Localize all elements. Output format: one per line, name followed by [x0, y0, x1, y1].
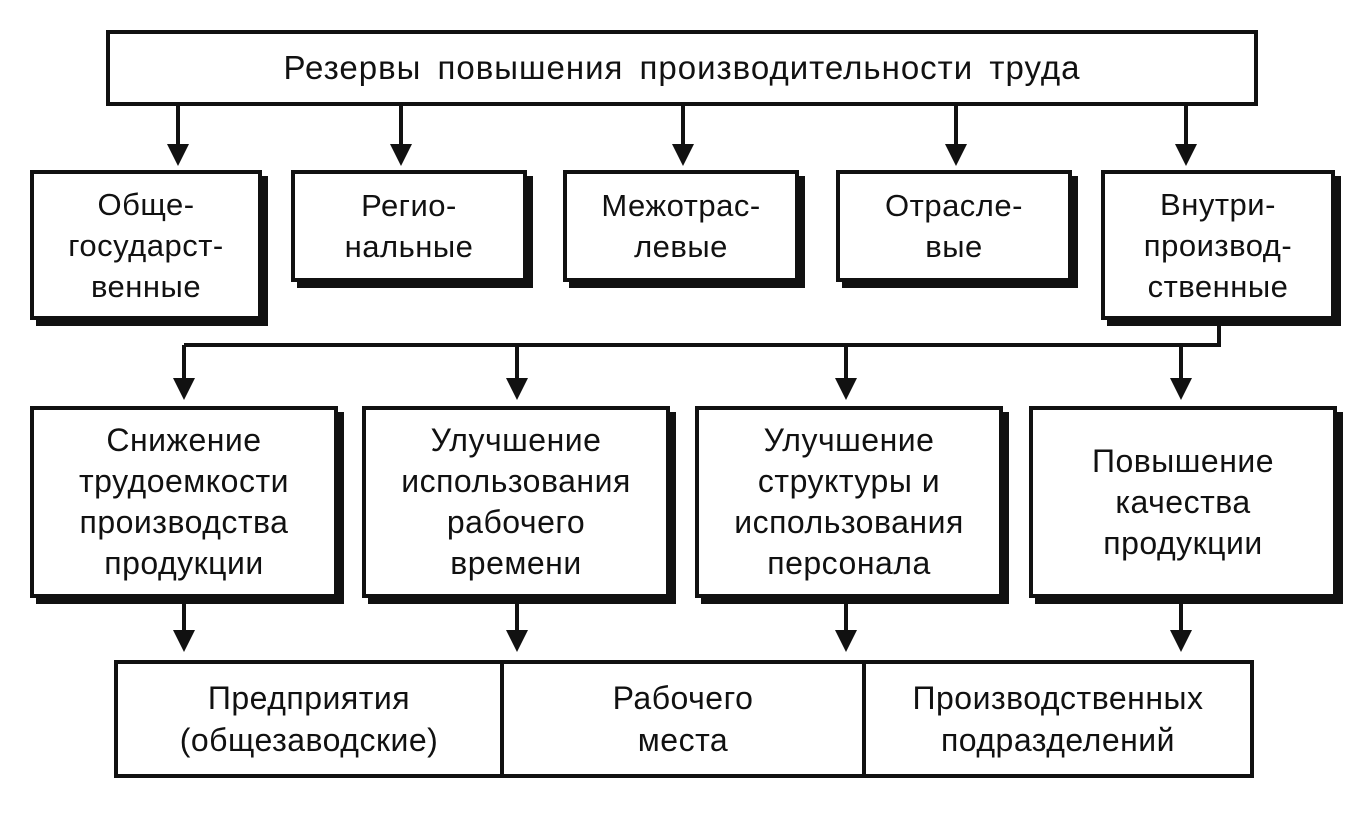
arrowhead — [506, 630, 528, 652]
arrowhead — [167, 144, 189, 166]
direction-product-quality: Повышение качества продукции — [1029, 406, 1337, 598]
arrowhead — [835, 630, 857, 652]
level-sectoral: Отрасле- вые — [836, 170, 1072, 282]
direction-working-time: Улучшение использования рабочего времени — [362, 406, 670, 598]
arrowhead — [390, 144, 412, 166]
arrowhead — [1170, 630, 1192, 652]
arrowhead — [173, 630, 195, 652]
level-intersectoral: Межотрас- левые — [563, 170, 799, 282]
places-row: Предприятия (общезаводские) Рабочего мес… — [114, 660, 1254, 778]
arrowhead — [945, 144, 967, 166]
place-workplace: Рабочего места — [500, 664, 862, 774]
arrowhead — [1175, 144, 1197, 166]
branch-line — [184, 324, 1221, 347]
level-nationwide: Обще- государст- венные — [30, 170, 262, 320]
arrowhead — [835, 378, 857, 400]
place-divisions: Производственных подразделений — [862, 664, 1250, 774]
direction-personnel-structure: Улучшение структуры и использования перс… — [695, 406, 1003, 598]
arrowhead — [1170, 378, 1192, 400]
direction-labor-intensity: Снижение трудоемкости производства проду… — [30, 406, 338, 598]
arrowhead — [173, 378, 195, 400]
place-enterprise: Предприятия (общезаводские) — [179, 680, 439, 758]
arrowhead — [672, 144, 694, 166]
level-intraproduction: Внутри- производ- ственные — [1101, 170, 1335, 320]
arrowhead — [506, 378, 528, 400]
diagram-title: Резервы повышения производительности тру… — [106, 30, 1258, 106]
arrowheads — [167, 144, 1197, 652]
level-regional: Регио- нальные — [291, 170, 527, 282]
